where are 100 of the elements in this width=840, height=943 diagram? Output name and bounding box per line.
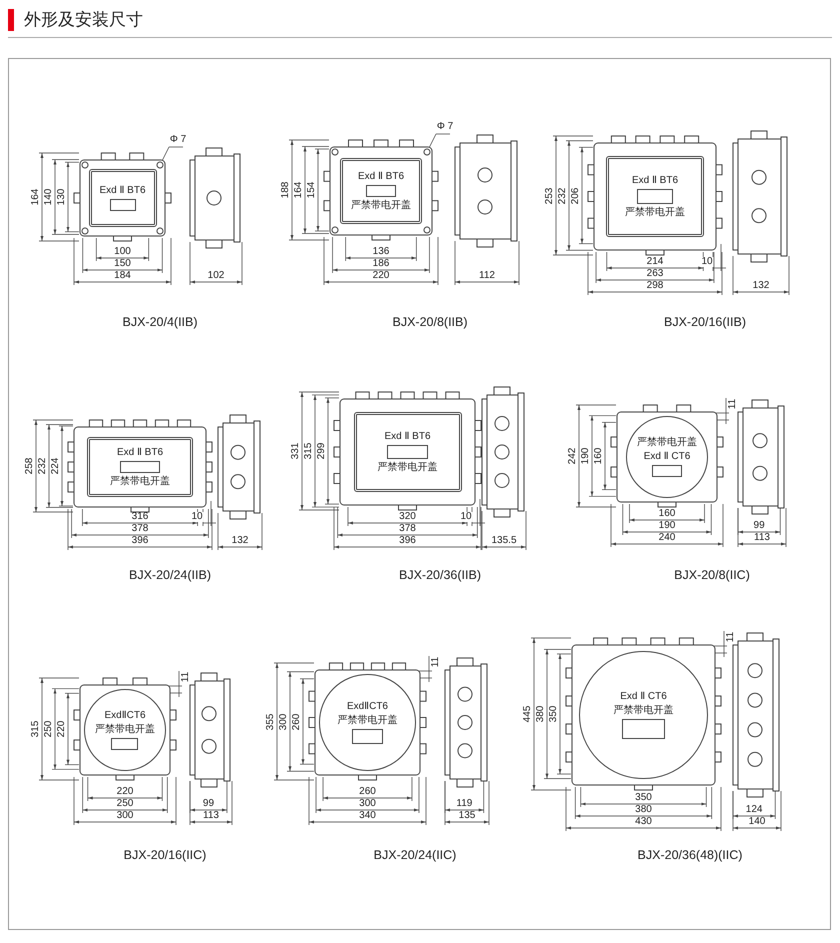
model-caption: BJX-20/16(IIB) — [664, 315, 746, 329]
nameplate-text: Exd Ⅱ BT6 — [384, 430, 431, 442]
nameplate-text: 严禁带电开盖 — [350, 200, 411, 212]
dimension-value: 263 — [646, 269, 664, 279]
dimension-value: 445 — [523, 706, 533, 722]
dimension-value: 331 — [291, 442, 301, 460]
nameplate-text: Exd Ⅱ BT6 — [632, 175, 678, 186]
dimension-value: 140 — [748, 817, 766, 827]
cover-panel — [88, 169, 156, 227]
dimension-value: 378 — [399, 524, 416, 534]
nameplate-text: 严禁带电开盖 — [624, 206, 685, 218]
dimension-value: 100 — [114, 247, 131, 257]
dimension-value: 250 — [44, 720, 54, 738]
nameplate-text: ExdⅡCT6 — [104, 710, 146, 721]
dimension-value: 240 — [658, 533, 676, 543]
dimension-value: 99 — [202, 799, 214, 809]
dimension-value: 300 — [359, 799, 376, 809]
dimension-value: 378 — [132, 524, 148, 534]
dimension-value: 340 — [359, 811, 376, 821]
dimension-value: 299 — [317, 442, 327, 460]
section-title: 外形及安装尺寸 — [24, 9, 143, 31]
dimension-value: 232 — [558, 187, 568, 204]
dimension-value: 11 — [181, 672, 191, 682]
nameplate-text: 严禁带电开盖 — [94, 724, 155, 735]
nameplate-text: 严禁带电开盖 — [110, 476, 170, 487]
model-caption: BJX-20/24(IIC) — [374, 848, 456, 862]
dimension-value: 250 — [116, 799, 134, 809]
dimension-value: 188 — [281, 182, 291, 198]
nameplate-text: Exd Ⅱ BT6 — [358, 170, 404, 182]
dimension-value: 11 — [726, 632, 736, 642]
cover-panel — [606, 156, 704, 238]
dimension-value: 315 — [31, 720, 41, 738]
dimension-value: 132 — [232, 536, 248, 546]
model-caption: BJX-20/16(IIC) — [124, 848, 206, 862]
dimension-value: 300 — [279, 713, 289, 730]
dimension-value: 300 — [116, 811, 134, 821]
dimension-value: 135 — [458, 811, 476, 821]
dimension-value: 124 — [746, 805, 762, 815]
dimension-value: 10 — [700, 257, 714, 267]
model-caption: BJX-20/8(IIC) — [674, 568, 750, 582]
dimension-value: 315 — [304, 442, 314, 460]
nameplate-text: Exd Ⅱ CT6 — [620, 691, 667, 702]
dimension-value: 242 — [568, 448, 578, 464]
dimension-value: 11 — [431, 656, 441, 668]
nameplate-text: 严禁带电开盖 — [337, 715, 398, 726]
dimension-value: 154 — [307, 182, 317, 198]
nameplate-text: 严禁带电开盖 — [613, 705, 674, 716]
cover-panel — [354, 412, 462, 492]
dimension-value: 253 — [545, 187, 555, 204]
dimension-value: Φ 7 — [436, 122, 454, 132]
dimension-value: 396 — [132, 536, 148, 546]
dimension-value: 136 — [372, 247, 390, 257]
dimension-value: 396 — [399, 536, 416, 546]
nameplate-text: Exd Ⅱ BT6 — [116, 446, 164, 458]
dimension-value: 10 — [190, 512, 204, 522]
dimension-value: 220 — [372, 271, 390, 281]
dimension-value: 320 — [399, 512, 416, 522]
nameplate-text: 严禁带电开盖 — [378, 462, 438, 474]
dimension-value: 112 — [479, 271, 495, 281]
dimension-value: 160 — [594, 448, 604, 464]
dimension-value: 119 — [456, 799, 472, 809]
dimension-value: 298 — [646, 281, 664, 291]
nameplate-text: 严禁带电开盖 — [636, 436, 697, 448]
model-caption: BJX-20/8(IIB) — [392, 315, 468, 329]
model-caption: BJX-20/36(IIB) — [399, 568, 481, 582]
dimension-value: 350 — [549, 706, 559, 722]
dimension-value: 206 — [571, 187, 581, 204]
dimension-value: 430 — [635, 817, 652, 827]
dimension-value: 214 — [646, 257, 664, 267]
dimension-value: 316 — [132, 512, 148, 522]
dimension-value: 99 — [754, 521, 765, 531]
dimension-value: 164 — [294, 182, 304, 198]
dimension-value: 220 — [116, 787, 134, 797]
dimension-value: 220 — [57, 720, 67, 738]
dimension-value: 186 — [372, 259, 390, 269]
nameplate-text: Exd Ⅱ CT6 — [644, 450, 690, 462]
dimension-value: 190 — [658, 521, 676, 531]
dimension-value: 102 — [208, 271, 224, 281]
dimension-value: 190 — [581, 448, 591, 464]
dimension-value: 350 — [635, 793, 652, 803]
dimension-value: 160 — [658, 509, 676, 519]
dimension-value: 164 — [31, 188, 41, 206]
dimension-value: 355 — [266, 713, 276, 730]
dimension-value: 135.5 — [491, 536, 517, 546]
model-caption: BJX-20/4(IIB) — [122, 315, 198, 329]
dimension-value: 258 — [25, 458, 35, 474]
dimension-value: 380 — [635, 805, 652, 815]
dimension-value: 150 — [114, 259, 131, 269]
dimension-value: 132 — [752, 281, 770, 291]
model-caption: BJX-20/24(IIB) — [129, 568, 211, 582]
cover-panel — [87, 436, 193, 498]
dimension-value: 224 — [51, 458, 61, 474]
dimension-value: 113 — [203, 811, 219, 821]
dimension-value: 130 — [57, 188, 67, 206]
cover-panel — [340, 158, 422, 224]
dimension-value: 260 — [359, 787, 376, 797]
dimension-value: 10 — [459, 512, 473, 522]
dimension-value: Φ 7 — [170, 135, 186, 145]
dimension-value: 232 — [38, 458, 48, 474]
dimension-value: 11 — [728, 398, 738, 410]
